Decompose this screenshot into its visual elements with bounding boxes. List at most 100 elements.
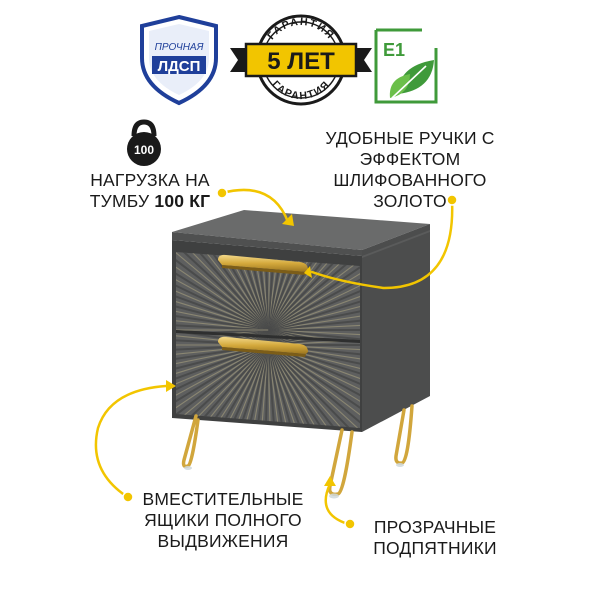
sunburst-rib bbox=[267, 344, 360, 428]
handles-line3: ШЛИФОВАННОГО bbox=[333, 170, 487, 190]
handle-bottom bbox=[218, 336, 308, 357]
nightstand-top bbox=[172, 210, 430, 250]
sunburst-rib bbox=[176, 252, 269, 331]
sunburst-rib bbox=[267, 252, 360, 331]
sunburst-rib bbox=[267, 344, 360, 428]
sunburst-rib bbox=[267, 252, 360, 331]
sunburst-rib bbox=[267, 252, 360, 331]
sunburst-rib bbox=[176, 252, 269, 331]
drawer-bottom bbox=[176, 332, 360, 428]
sunburst-rib bbox=[267, 252, 352, 331]
sunburst-rib bbox=[248, 344, 269, 428]
sunburst-rib bbox=[176, 316, 269, 331]
sunburst-rib bbox=[176, 252, 269, 331]
sunburst-rib bbox=[184, 252, 269, 331]
sunburst-rib bbox=[176, 252, 269, 331]
sunburst-rib bbox=[176, 344, 269, 428]
warranty-badge: ГАРАНТИЯ ГАРАНТИЯ 5 ЛЕТ bbox=[230, 14, 372, 106]
sunburst-rib bbox=[267, 252, 360, 331]
leader-dots bbox=[122, 187, 458, 530]
sunburst-rib bbox=[184, 344, 269, 428]
sunburst-rib bbox=[267, 344, 301, 428]
sunburst-rib bbox=[267, 344, 360, 428]
sunburst-rib bbox=[176, 329, 269, 340]
sunburst-rib bbox=[267, 252, 360, 331]
arrow-feet-icon bbox=[324, 476, 336, 486]
sunburst-rib bbox=[176, 252, 269, 331]
sunburst-rib bbox=[176, 252, 269, 331]
sunburst-rib bbox=[267, 316, 360, 331]
sunburst-rib bbox=[222, 344, 269, 428]
sunburst-rib bbox=[176, 252, 269, 331]
sunburst-rib bbox=[176, 344, 269, 428]
sunburst-rib bbox=[176, 252, 269, 331]
warranty-main: 5 ЛЕТ bbox=[267, 48, 335, 75]
sunburst-rib bbox=[197, 344, 269, 428]
sunburst-rib bbox=[267, 344, 327, 428]
dot-feet-icon bbox=[344, 518, 356, 530]
sunburst-rib bbox=[267, 344, 360, 359]
sunburst-rib bbox=[176, 252, 269, 331]
feet-pads bbox=[184, 463, 404, 499]
sunburst-rib bbox=[267, 344, 360, 428]
sunburst-rib bbox=[176, 344, 269, 428]
sunburst-rib bbox=[176, 277, 269, 331]
leader-drawers bbox=[94, 384, 168, 498]
feet-line1: ПРОЗРАЧНЫЕ bbox=[373, 517, 497, 537]
sunburst-rib bbox=[176, 344, 269, 428]
sunburst-rib bbox=[267, 252, 289, 331]
sunburst-rib bbox=[267, 252, 360, 331]
sunburst-rib bbox=[176, 344, 269, 428]
sunburst-rib bbox=[267, 332, 360, 346]
dot-handles-icon bbox=[446, 194, 458, 206]
sunburst-rib bbox=[176, 344, 269, 428]
sunburst-rib bbox=[267, 252, 360, 331]
nightstand-side bbox=[362, 224, 430, 432]
sunburst-rib bbox=[267, 252, 315, 331]
handles-line2: ЭФФЕКТОМ bbox=[359, 149, 461, 169]
sunburst-rib bbox=[267, 252, 360, 331]
arrow-handles-icon bbox=[304, 266, 312, 278]
sunburst-rib bbox=[176, 344, 269, 428]
sunburst-rib bbox=[267, 344, 289, 428]
sunburst-rib bbox=[176, 252, 269, 331]
leader-arrows bbox=[166, 214, 336, 486]
sunburst-rib bbox=[176, 290, 269, 331]
sunburst-rib bbox=[267, 344, 360, 428]
chipboard-line1: ПРОЧНАЯ bbox=[155, 42, 204, 53]
sunburst-rib bbox=[267, 252, 360, 331]
load-line1: НАГРУЗКА НА bbox=[90, 170, 210, 190]
weight-value: 100 bbox=[134, 143, 154, 157]
sunburst-rib bbox=[267, 332, 360, 346]
sunburst-rib bbox=[267, 252, 276, 331]
sunburst-rib bbox=[176, 252, 269, 331]
feet-callout: ПРОЗРАЧНЫЕ ПОДПЯТНИКИ bbox=[360, 517, 510, 559]
sunburst-rib bbox=[222, 252, 269, 331]
chipboard-line2: ЛДСП bbox=[158, 58, 201, 75]
sunburst-rib bbox=[267, 344, 360, 385]
sunburst-rib bbox=[267, 252, 360, 331]
sunburst-rib bbox=[267, 344, 360, 428]
sunburst-rib bbox=[267, 344, 360, 423]
sunburst-rib bbox=[176, 344, 269, 411]
sunburst-pattern-bottom bbox=[176, 332, 360, 428]
handles-line1: УДОБНЫЕ РУЧКИ С bbox=[325, 128, 495, 148]
sunburst-pattern-top bbox=[176, 252, 360, 340]
leg-front-left bbox=[181, 414, 200, 469]
eco-badge: E1 bbox=[374, 28, 438, 104]
sunburst-rib bbox=[260, 344, 269, 428]
sunburst-rib bbox=[267, 344, 360, 372]
sunburst-rib bbox=[209, 252, 269, 331]
sunburst-rib bbox=[267, 252, 327, 331]
sunburst-rib bbox=[267, 252, 301, 331]
drawer-top bbox=[176, 252, 360, 340]
sunburst-rib bbox=[267, 344, 340, 428]
sunburst-rib bbox=[176, 344, 269, 428]
sunburst-rib bbox=[267, 344, 315, 428]
sunburst-rib bbox=[176, 332, 269, 346]
sunburst-rib bbox=[176, 344, 269, 428]
handle-top bbox=[218, 254, 308, 275]
sunburst-rib bbox=[267, 344, 360, 428]
sunburst-rib bbox=[176, 303, 269, 331]
drawers-line1: ВМЕСТИТЕЛЬНЫЕ bbox=[142, 489, 304, 509]
